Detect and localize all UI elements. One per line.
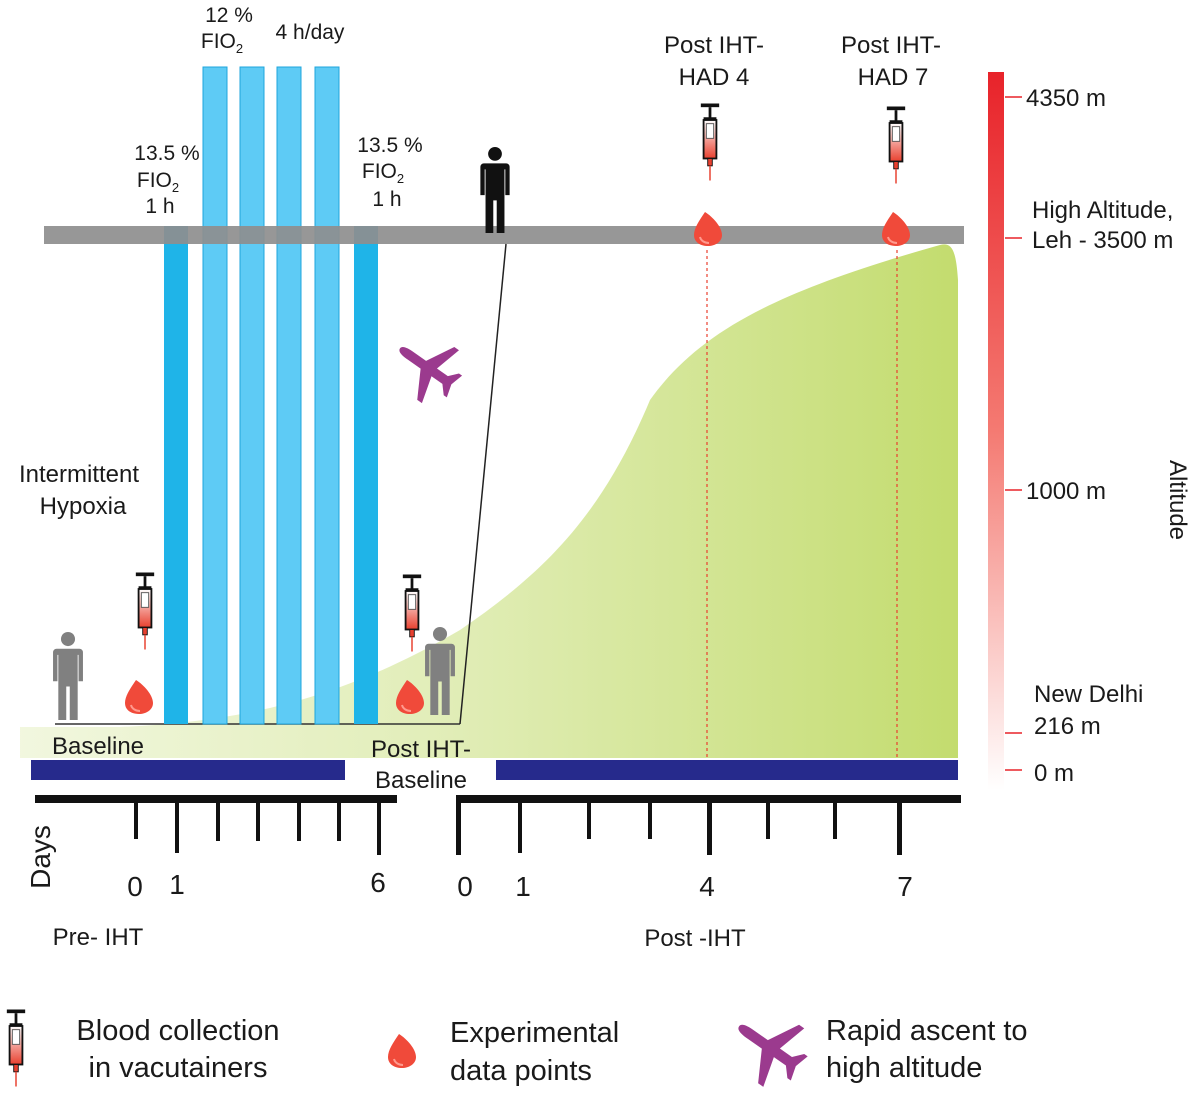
intermittent-hypoxia-label-line2: Hypoxia xyxy=(40,493,127,520)
pre-tick-1: 1 xyxy=(169,869,185,900)
legend-airplane-icon xyxy=(728,1006,812,1090)
baseline-label: Baseline xyxy=(52,733,144,760)
post-tick-7: 7 xyxy=(897,871,913,902)
legend-ascent-line1: Rapid ascent to xyxy=(826,1015,1028,1047)
altitude-mark-delhi-line1: New Delhi xyxy=(1034,681,1143,708)
hypoxia-bars xyxy=(164,66,378,725)
post-iht-baseline-label-line2: Baseline xyxy=(375,767,467,794)
altitude-axis-label: Altitude xyxy=(1164,460,1191,540)
post-iht-label: Post -IHT xyxy=(644,925,746,952)
first-session-fio2: FIO2 xyxy=(137,169,179,195)
person-icon-high-altitude xyxy=(480,147,510,233)
first-session-percent: 13.5 % xyxy=(134,142,199,165)
hypoxia-bar-day6 xyxy=(354,226,378,724)
pre-tick-0: 0 xyxy=(127,871,143,902)
person-icon-baseline xyxy=(53,632,83,720)
middle-sessions-duration: 4 h/day xyxy=(276,21,345,44)
syringe-icon-had7 xyxy=(885,106,907,184)
hypoxia-bar-day3 xyxy=(239,66,265,725)
high-altitude-bar xyxy=(44,226,964,244)
airplane-icon xyxy=(390,330,466,406)
timeline-bar-post-iht xyxy=(496,760,958,780)
had7-label-line2: HAD 7 xyxy=(858,64,929,91)
syringe-icon-baseline xyxy=(134,572,156,650)
hypoxia-bar-day4 xyxy=(276,66,302,725)
legend-data-line1: Experimental xyxy=(450,1017,619,1049)
syringe-icon-post-iht-baseline xyxy=(401,574,423,652)
ascent-line xyxy=(459,243,507,725)
middle-sessions-percent: 12 % xyxy=(205,4,253,27)
pre-tick-6: 6 xyxy=(370,867,386,898)
had4-label-line2: HAD 4 xyxy=(679,64,750,91)
altitude-mark-leh-line1: High Altitude, xyxy=(1032,197,1173,224)
legend-ascent-line2: high altitude xyxy=(826,1052,982,1084)
days-axis-label: Days xyxy=(25,825,56,889)
altitude-mark-leh-line2: Leh - 3500 m xyxy=(1032,227,1173,254)
first-session-duration: 1 h xyxy=(145,195,174,218)
syringe-icon-had4 xyxy=(699,103,721,181)
intermittent-hypoxia-label-line1: Intermittent xyxy=(19,461,139,488)
pre-iht-label: Pre- IHT xyxy=(53,924,144,951)
had7-label-line1: Post IHT- xyxy=(841,32,941,59)
days-axis-post xyxy=(456,795,961,855)
altitude-mark-delhi-line2: 216 m xyxy=(1034,713,1101,740)
altitude-mark-1000: 1000 m xyxy=(1026,478,1106,505)
timeline-bar-pre-iht xyxy=(31,760,345,780)
hypoxia-bar-day1 xyxy=(164,226,188,724)
post-iht-baseline-label-line1: Post IHT- xyxy=(371,736,471,763)
post-tick-0: 0 xyxy=(457,871,473,902)
middle-sessions-fio2: FIO2 xyxy=(201,30,243,56)
blood-drop-icon-baseline xyxy=(124,678,154,716)
altitude-mark-0: 0 m xyxy=(1034,760,1074,787)
days-axis-pre xyxy=(35,795,397,855)
altitude-profile-area xyxy=(20,244,958,758)
altitude-scale-ticks xyxy=(1005,96,1022,771)
legend-blood-line2: in vacutainers xyxy=(89,1052,268,1084)
blood-drop-icon-had7 xyxy=(881,210,911,248)
altitude-mark-4350: 4350 m xyxy=(1026,85,1106,112)
legend-blood-line1: Blood collection xyxy=(76,1015,279,1047)
blood-drop-icon-had4 xyxy=(693,210,723,248)
last-session-percent: 13.5 % xyxy=(357,134,422,157)
hypoxia-bar-day5 xyxy=(314,66,340,725)
last-session-duration: 1 h xyxy=(372,188,401,211)
had4-label-line1: Post IHT- xyxy=(664,32,764,59)
legend-drop-icon xyxy=(387,1032,417,1070)
altitude-scale-bar xyxy=(988,72,1004,790)
post-tick-1: 1 xyxy=(515,871,531,902)
legend: Blood collection in vacutainers Experime… xyxy=(5,1006,1028,1090)
post-tick-4: 4 xyxy=(699,871,715,902)
hypoxia-bar-day2 xyxy=(202,66,228,725)
legend-syringe-icon xyxy=(5,1008,27,1088)
legend-data-line2: data points xyxy=(450,1055,592,1087)
last-session-fio2: FIO2 xyxy=(362,160,404,186)
